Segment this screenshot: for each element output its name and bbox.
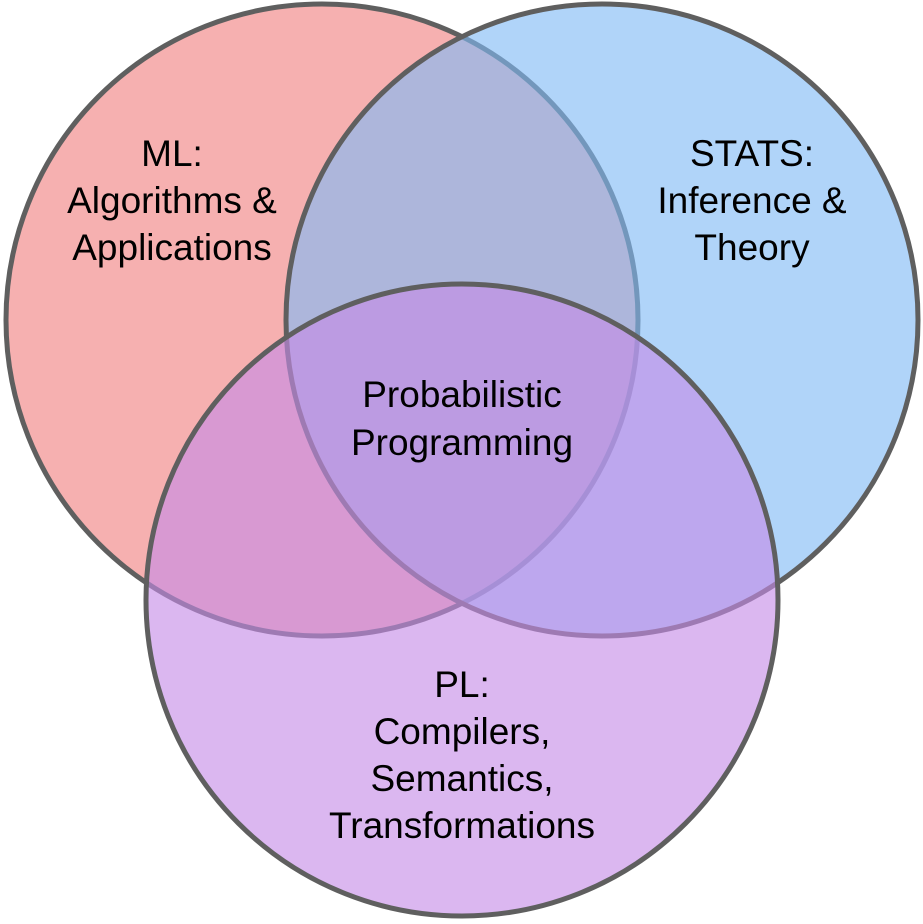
label-ml: ML: Algorithms & Applications: [67, 133, 277, 268]
circles-layer: [3, 1, 921, 919]
label-stats-line-2: Inference &: [657, 180, 847, 221]
label-ml-line-2: Algorithms &: [67, 180, 277, 221]
label-pl-line-2: Compilers,: [374, 711, 551, 752]
label-ml-line-3: Applications: [72, 227, 272, 268]
label-intersection: Probabilistic Programming: [351, 374, 573, 463]
label-intersection-line-1: Probabilistic: [362, 374, 561, 415]
label-pl-line-1: PL:: [434, 664, 490, 705]
label-stats: STATS: Inference & Theory: [657, 133, 847, 268]
label-pl: PL: Compilers, Semantics, Transformation…: [329, 664, 595, 846]
label-ml-line-1: ML:: [141, 133, 203, 174]
label-pl-line-3: Semantics,: [370, 758, 553, 799]
label-intersection-line-2: Programming: [351, 422, 573, 463]
label-pl-line-4: Transformations: [329, 805, 595, 846]
circle-pl: [143, 281, 781, 919]
label-stats-line-1: STATS:: [690, 133, 814, 174]
label-stats-line-3: Theory: [694, 227, 810, 268]
